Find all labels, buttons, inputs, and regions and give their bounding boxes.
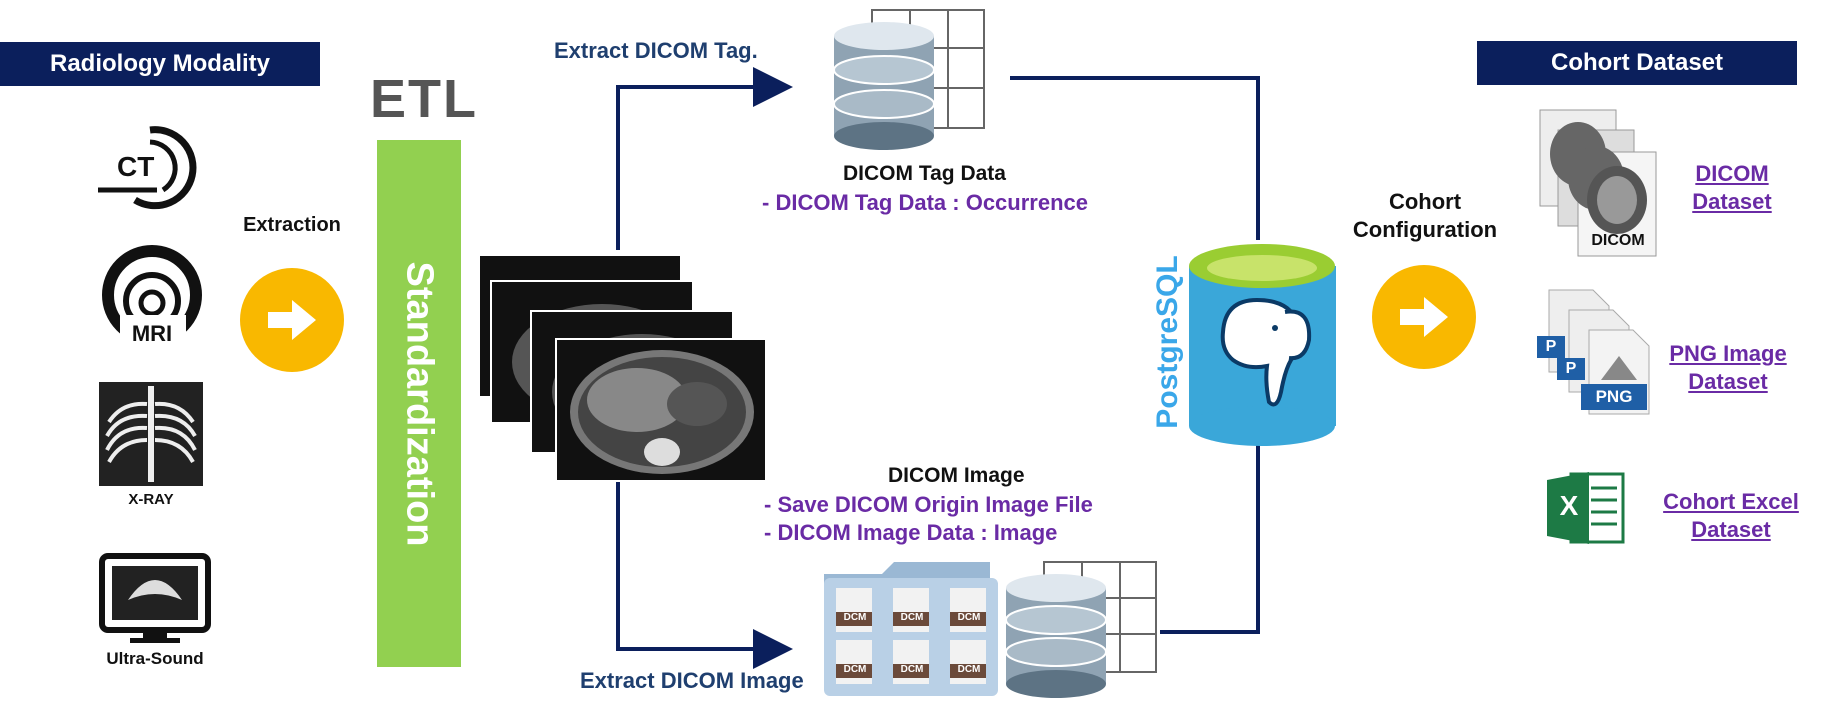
image-to-db-connector [1160,440,1260,634]
excel-dataset-link-line-2: Dataset [1691,517,1771,542]
png-dataset-icon: P P PNG [1535,286,1655,421]
dicom-dataset-link-line-1: DICOM [1695,161,1769,186]
dcm-file-label: DCM [900,664,924,675]
cohort-configuration-line-1: Cohort [1388,189,1462,214]
dicom-image-bullet-1: - Save DICOM Origin Image File [764,492,1093,517]
etl-title: ETL [370,69,478,129]
png-image-dataset-link[interactable]: PNG Image Dataset [1658,340,1798,396]
dicom-dataset-icon: DICOM [1538,108,1658,258]
ct-icon: CT [95,120,205,210]
dicom-tag-database-icon [828,8,988,153]
mri-icon: MRI [100,245,205,350]
dcm-file-label: DCM [957,612,981,623]
postgresql-label: PostgreSQL [1151,255,1184,429]
dicom-image-title: DICOM Image [888,464,1025,487]
ultrasound-icon-label: Ultra-Sound [106,649,203,667]
xray-icon: X-RAY [97,382,205,508]
dicom-tag-data-title: DICOM Tag Data [843,162,1006,185]
cohort-configuration-line-2: Configuration [1352,217,1498,242]
extract-tag-connector [616,67,793,250]
extraction-label: Extraction [243,214,341,236]
dicom-dataset-link-line-2: Dataset [1692,189,1772,214]
postgresql-database-icon [1185,242,1340,447]
dicom-image-bullet-2: - DICOM Image Data : Image [764,520,1058,545]
mri-icon-label: MRI [132,321,172,346]
ct-icon-label: CT [117,151,154,182]
dcm-file-label: DCM [843,612,867,623]
png-dataset-link-line-2: Dataset [1688,369,1768,394]
excel-icon-letter: X [1559,490,1579,521]
dcm-file-label: DCM [900,612,924,623]
tag-to-db-connector [1010,76,1260,240]
dicom-tag-data-bullet: - DICOM Tag Data : Occurrence [762,190,1088,215]
dicom-image-database-icon [1000,560,1160,700]
dcm-file-label: DCM [843,664,867,675]
cohort-dataset-header: Cohort Dataset [1477,41,1797,85]
png-thumb-letter: P [1545,338,1557,355]
excel-icon: X [1545,470,1625,546]
png-dataset-link-line-1: PNG Image [1669,341,1787,366]
cohort-excel-dataset-link[interactable]: Cohort Excel Dataset [1656,488,1806,544]
dcm-folder-icon: DCM DCM DCM DCM DCM DCM [820,560,1002,698]
standardization-bar: Standardization [377,140,461,667]
cohort-configuration-label: Cohort Configuration [1345,188,1505,244]
xray-icon-label: X-RAY [128,491,173,507]
dicom-dataset-link[interactable]: DICOM Dataset [1672,160,1792,216]
extract-image-label: Extract DICOM Image [580,668,804,693]
extraction-arrow-icon [240,268,344,372]
ct-slice-front [555,338,767,482]
png-thumb-letter: P [1565,360,1577,377]
radiology-modality-header: Radiology Modality [0,42,320,86]
extract-tag-label: Extract DICOM Tag. [554,38,758,63]
dcm-file-label: DCM [957,664,981,675]
cohort-configuration-arrow-icon [1372,265,1476,369]
standardization-label: Standardization [398,261,441,547]
dicom-thumb-label: DICOM [1591,232,1645,249]
png-thumb-label: PNG [1595,387,1633,406]
extract-image-connector [616,478,793,669]
excel-dataset-link-line-1: Cohort Excel [1663,489,1799,514]
ultrasound-icon: Ultra-Sound [88,552,223,668]
